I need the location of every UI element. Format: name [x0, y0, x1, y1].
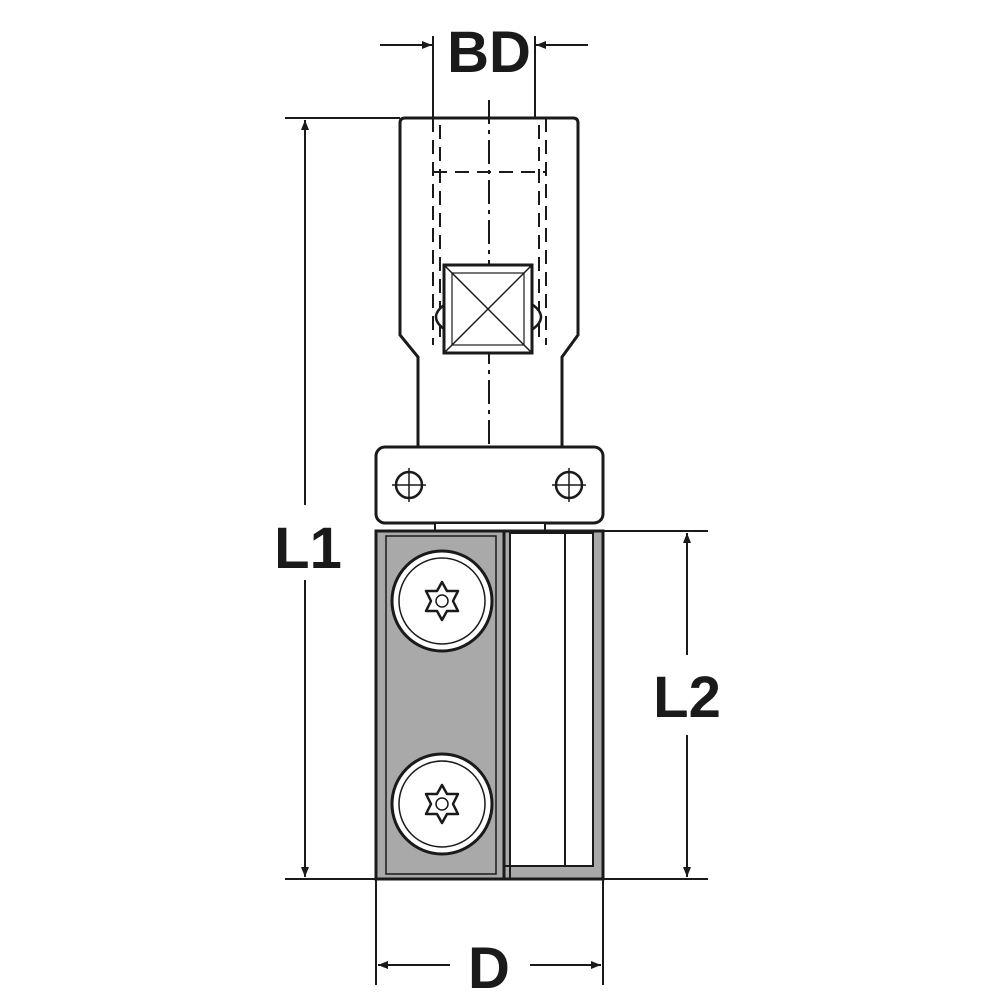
flute: [509, 532, 594, 867]
label-l2: L2: [653, 665, 721, 730]
label-l1: L1: [274, 516, 342, 581]
dimension-l2: [603, 530, 708, 880]
mounting-hole-icon: [392, 468, 426, 502]
label-d: D: [468, 936, 510, 1000]
dimension-l1: [285, 117, 400, 880]
cross-hole: [434, 263, 543, 355]
label-bd: BD: [447, 20, 531, 85]
mounting-hole-icon: [552, 468, 586, 502]
dimension-d: [375, 879, 604, 985]
dimension-bd: [380, 36, 588, 118]
collar: [374, 445, 605, 532]
torx-screw-icon: [390, 549, 494, 653]
torx-screw-icon: [390, 752, 494, 856]
